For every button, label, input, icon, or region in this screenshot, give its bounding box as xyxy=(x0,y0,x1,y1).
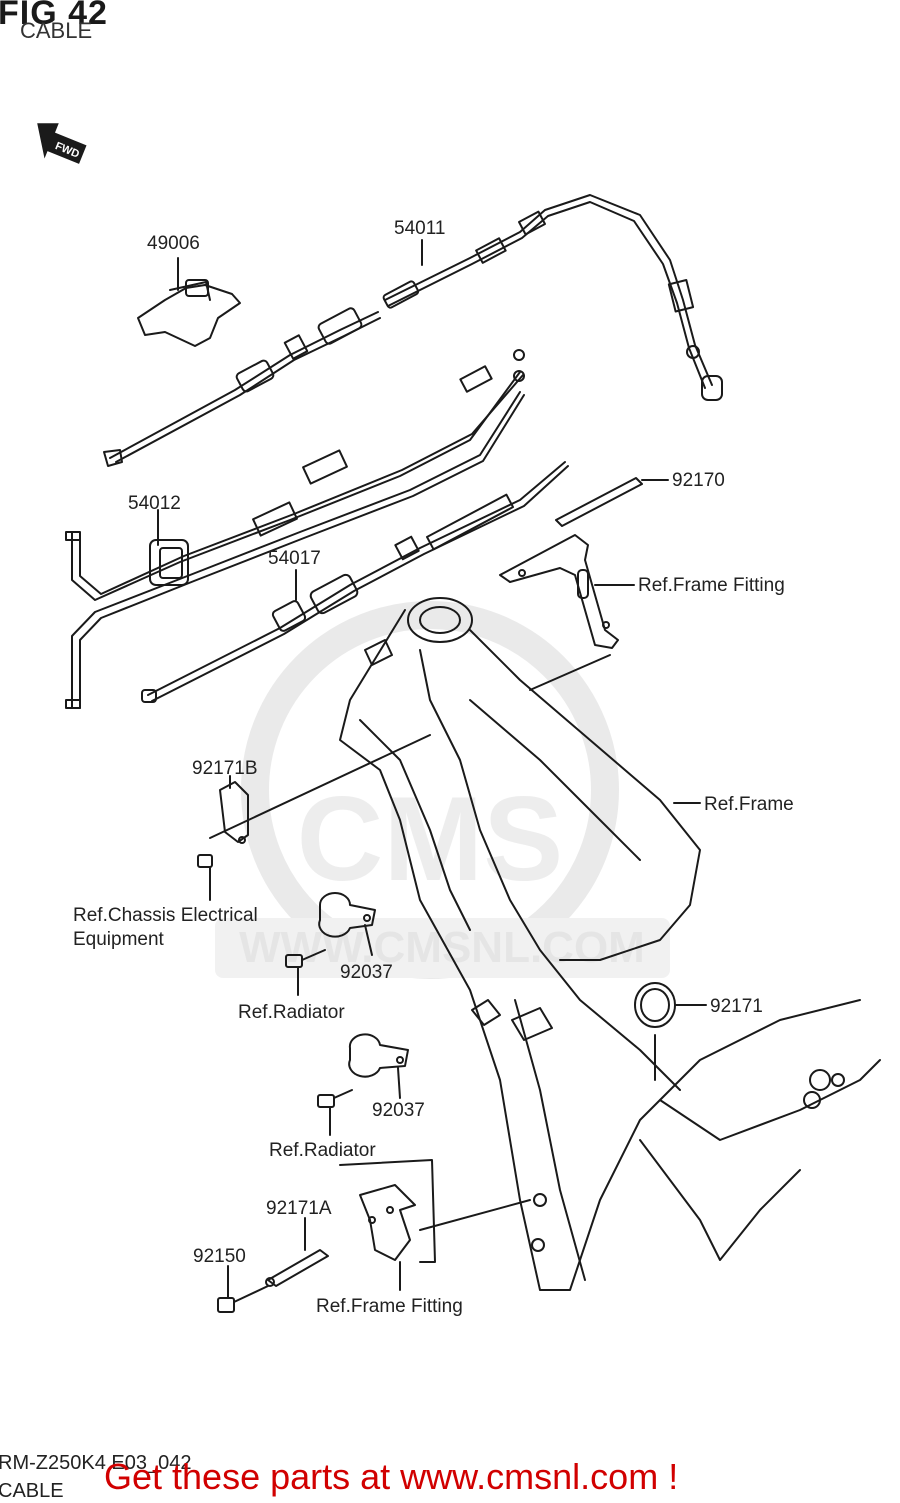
callout-54011[interactable]: 54011 xyxy=(394,218,446,239)
ref-chassis-line1: Ref.Chassis Electrical xyxy=(73,905,258,926)
callout-92171b[interactable]: 92171B xyxy=(192,758,258,779)
bracket-92170 xyxy=(499,477,669,649)
frame-fitting-lower xyxy=(339,1159,436,1291)
bolt-92150 xyxy=(217,1265,269,1313)
callout-92171a[interactable]: 92171A xyxy=(266,1198,332,1219)
watermark-text: WWW.CMSNL.COM xyxy=(239,923,645,972)
forward-arrow-icon: FWD xyxy=(37,123,87,164)
cable-cover-49006 xyxy=(137,257,241,347)
callout-92037-lower[interactable]: 92037 xyxy=(372,1100,425,1121)
ring-clamp-92171 xyxy=(634,982,707,1028)
ref-frame-fitting-lower: Ref.Frame Fitting xyxy=(316,1296,463,1317)
callout-92171[interactable]: 92171 xyxy=(710,996,763,1017)
callout-49006[interactable]: 49006 xyxy=(147,233,200,254)
clamp-92037-upper xyxy=(285,892,376,996)
figure-subtitle: CABLE xyxy=(20,18,93,43)
clip-92171a xyxy=(265,1217,329,1287)
watermark-logo: CMS WWW.CMSNL.COM xyxy=(215,601,670,979)
hot-start-cable-54017 xyxy=(141,461,569,703)
ref-radiator-lower: Ref.Radiator xyxy=(269,1140,376,1161)
callout-54012[interactable]: 54012 xyxy=(128,493,181,514)
watermark-logo-text: CMS xyxy=(297,772,564,906)
figure-title: FIG 42 xyxy=(0,0,108,32)
callout-92150[interactable]: 92150 xyxy=(193,1246,246,1267)
promo-link[interactable]: Get these parts at www.cmsnl.com ! xyxy=(104,1456,679,1497)
clamp-92037-lower xyxy=(317,1033,409,1136)
ref-frame-fitting-upper: Ref.Frame Fitting xyxy=(638,575,785,596)
callout-92170[interactable]: 92170 xyxy=(672,470,725,491)
callout-92037-upper[interactable]: 92037 xyxy=(340,962,393,983)
ref-radiator-upper: Ref.Radiator xyxy=(238,1002,345,1023)
throttle-cables-54012 xyxy=(65,349,525,709)
clutch-cable-54011 xyxy=(103,194,723,467)
clamp-92171b xyxy=(197,775,249,901)
ref-frame: Ref.Frame xyxy=(704,794,794,815)
callout-54017[interactable]: 54017 xyxy=(268,548,321,569)
footer-cable-label: CABLE xyxy=(0,1480,64,1502)
motorcycle-frame xyxy=(209,597,881,1291)
diagram-code: RM-Z250K4 E03_042 xyxy=(0,1452,192,1474)
ref-chassis-line2: Equipment xyxy=(73,929,164,950)
